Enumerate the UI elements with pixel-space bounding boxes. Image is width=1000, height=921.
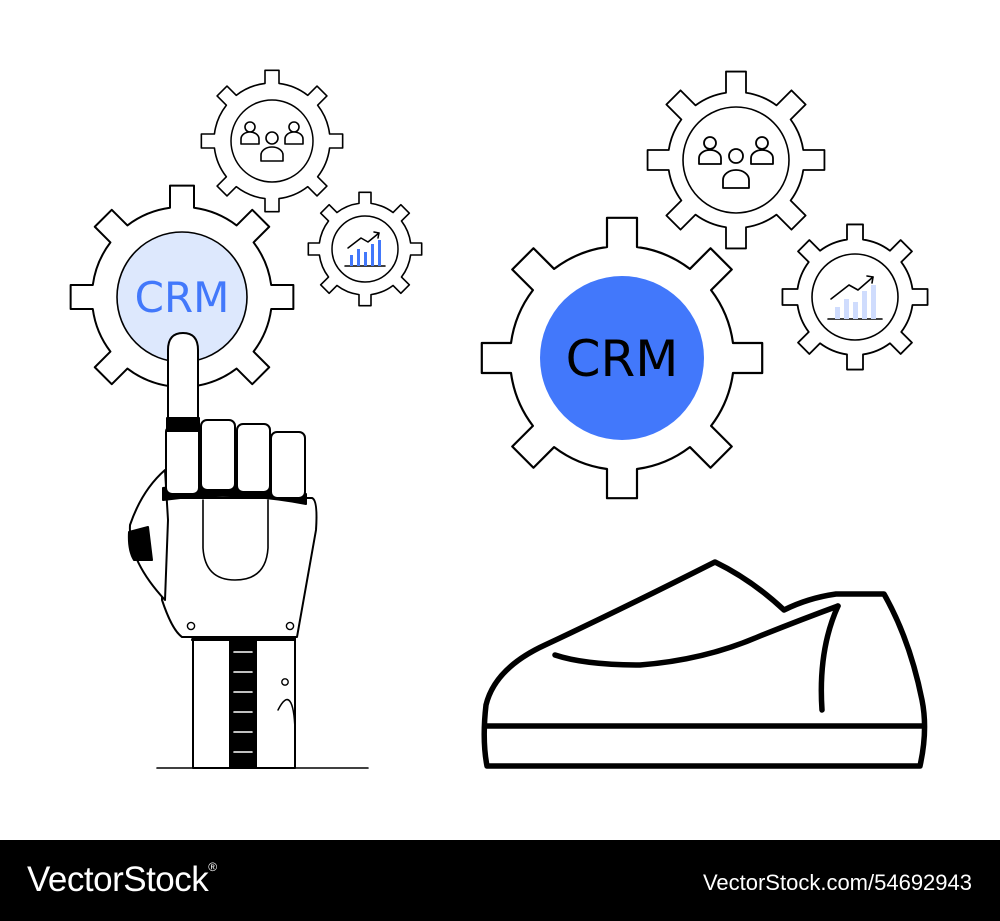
- growth-chart-icon: [344, 231, 386, 267]
- registered-mark: ®: [208, 860, 217, 874]
- image-id-link[interactable]: VectorStock.com/54692943: [702, 870, 972, 895]
- footer-bar: VectorStock® VectorStock.com/54692943: [0, 840, 1000, 921]
- brand-name: VectorStock: [27, 860, 209, 899]
- gear-crm-right-label: CRM: [566, 330, 679, 388]
- gear-people-right: [646, 70, 826, 250]
- gear-people-left: [200, 69, 344, 213]
- gear-crm-right: CRM: [480, 216, 764, 500]
- people-group-icon: [698, 136, 774, 189]
- gear-chart-left: [307, 191, 423, 307]
- gear-chart-right: [781, 223, 929, 371]
- growth-chart-icon: [827, 275, 883, 320]
- sneaker-icon: [481, 559, 928, 769]
- gear-crm-left-label: CRM: [135, 273, 230, 322]
- robot-hand-icon: [127, 332, 369, 769]
- illustration: CRM: [69, 69, 929, 769]
- gear-crm-left: CRM: [69, 184, 295, 410]
- people-group-icon: [240, 121, 304, 162]
- vectorstock-logo[interactable]: VectorStock®: [27, 860, 217, 900]
